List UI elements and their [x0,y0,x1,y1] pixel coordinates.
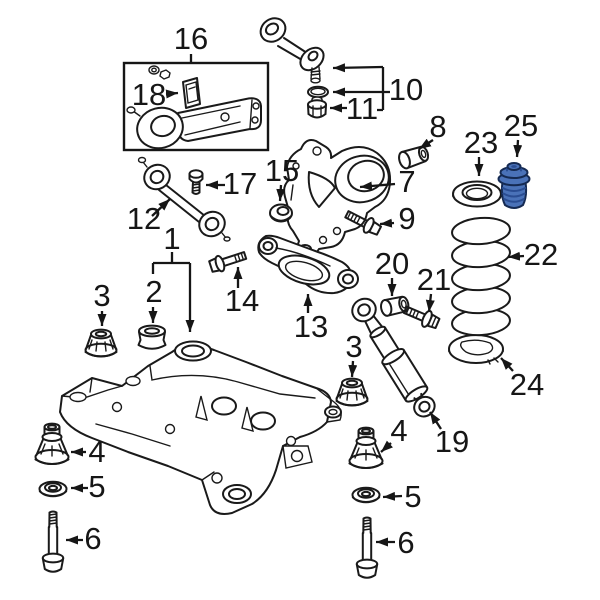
coil-spring-22 [451,216,511,337]
grommet-15 [269,203,293,223]
callout-23: 23 [464,125,498,160]
bolt-17 [188,169,204,195]
leader-lines [66,54,525,547]
callout-21: 21 [417,262,451,297]
callout-5-right: 5 [404,479,421,514]
callout-12: 12 [127,201,161,236]
callout-6-left: 6 [84,521,101,556]
bushing-8 [398,145,430,170]
cone-bushing-3-left [84,328,118,358]
callout-1: 1 [163,221,180,256]
bolt-6-right [355,516,379,579]
lower-arm-13 [257,234,359,295]
callout-24: 24 [510,367,544,402]
callout-7: 7 [398,164,415,199]
mount-4-left [34,422,70,465]
mount-4-right [348,426,384,469]
callout-3-right: 3 [345,329,362,364]
subframe-crossmember [59,340,342,515]
bolt-9 [344,210,382,236]
spring-seat-upper-23 [452,180,502,208]
callout-8: 8 [429,109,446,144]
bolt-21 [402,305,441,330]
callout-10: 10 [389,72,423,107]
callout-4-right: 4 [390,413,407,448]
callout-5-left: 5 [88,469,105,504]
bushing-2 [137,324,167,350]
callout-14: 14 [225,283,259,318]
callout-17: 17 [223,166,257,201]
callout-6-right: 6 [397,525,414,560]
washer-5-left [38,480,68,498]
callout-3-left: 3 [93,278,110,313]
callout-9: 9 [398,201,415,236]
callout-4-left: 4 [88,434,105,469]
callout-19: 19 [435,424,469,459]
callout-15: 15 [265,153,299,188]
callout-11: 11 [346,91,378,126]
bolt-6-left [41,510,65,573]
callout-18: 18 [132,77,166,112]
washer-5-right [351,486,381,504]
callout-20: 20 [375,246,409,281]
upper-arm-10 [259,17,329,99]
nut-11 [307,96,327,119]
trailing-arm-16 [126,65,262,150]
callout-22: 22 [524,237,558,272]
callout-labels: 16 18 10 11 8 25 23 15 17 7 12 9 1 22 2 … [84,21,558,560]
callout-25: 25 [504,108,538,143]
cone-bushing-3-right [335,377,369,407]
bracket-18 [182,77,201,109]
callout-13: 13 [294,309,328,344]
bushing-20 [380,295,410,317]
lateral-rod-12 [137,156,231,242]
bolt-14 [208,251,248,273]
shock-absorber-19 [351,297,436,418]
callout-16: 16 [174,21,208,56]
spring-seat-lower-24 [448,334,504,365]
bump-stop-25-highlighted [497,162,531,209]
callout-2: 2 [145,274,162,309]
